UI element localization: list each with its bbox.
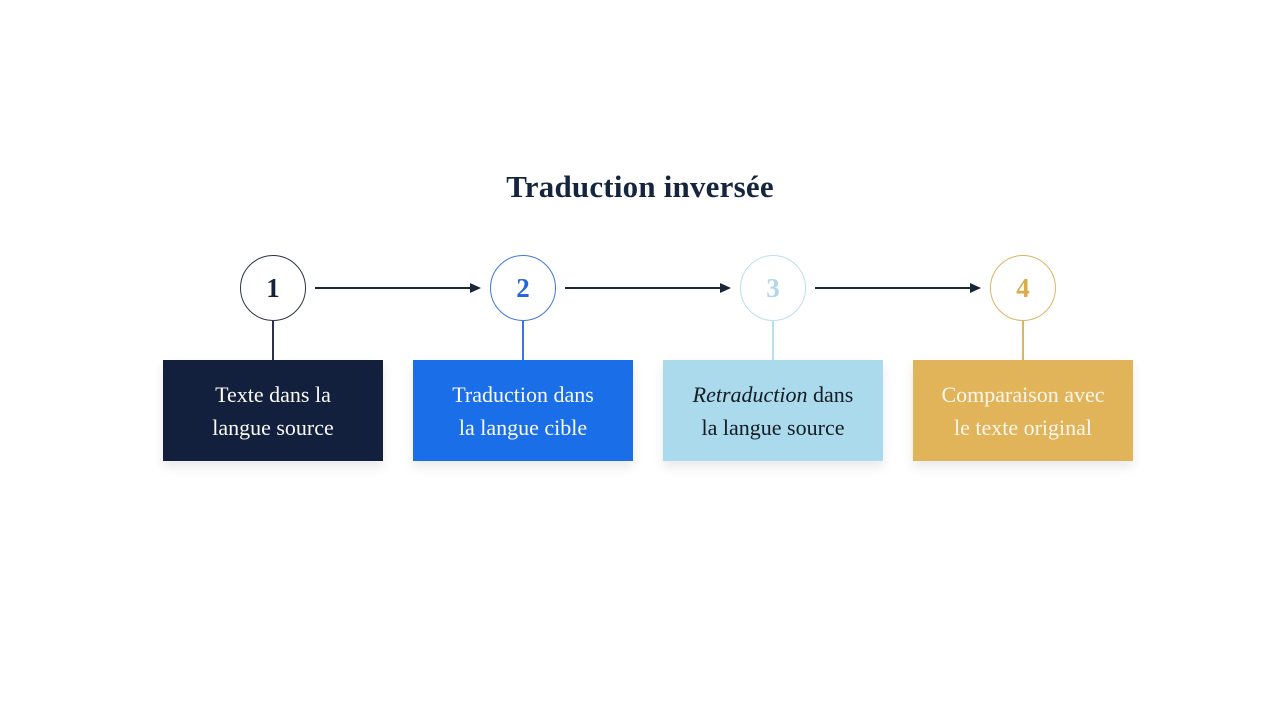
arrow-step1-to-step2-icon [315,283,481,293]
arrowhead-icon [970,283,981,293]
step-1: 1 Texte dans la langue source [163,255,383,461]
step-3-label-line1-rest: dans [807,381,854,407]
step-3-connector-line [772,321,774,360]
step-3-label-line1-italic: Retraduction [692,381,808,407]
step-1-number: 1 [266,272,280,303]
step-2: 2 Traduction dans la langue cible [413,255,633,461]
step-2-label-line1: Traduction dans [452,381,594,407]
step-2-connector-line [522,321,524,360]
page-title: Traduction inversée [506,169,774,204]
step-4-number-circle: 4 [990,255,1056,321]
step-2-number: 2 [516,272,530,303]
step-4: 4 Comparaison avec le texte original [913,255,1133,461]
step-2-number-circle: 2 [490,255,556,321]
arrow-step3-to-step4-icon [815,283,981,293]
step-1-label-line2: langue source [212,414,334,440]
step-3-label-line2: la langue source [701,414,845,440]
step-2-label-box: Traduction dans la langue cible [413,360,633,461]
step-4-connector-line [1022,321,1024,360]
step-1-label-box: Texte dans la langue source [163,360,383,461]
step-4-label-line2: le texte original [953,414,1093,440]
step-3: 3 Retraduction dans la langue source [663,255,883,461]
arrowhead-icon [720,283,731,293]
step-3-number: 3 [766,272,780,303]
arrow-step2-to-step3-icon [565,283,731,293]
step-1-connector-line [272,321,274,360]
step-4-label-line1: Comparaison avec [941,381,1105,407]
step-4-number: 4 [1016,272,1030,303]
step-3-label-box: Retraduction dans la langue source [663,360,883,461]
step-3-number-circle: 3 [740,255,806,321]
step-2-label-line2: la langue cible [458,414,588,440]
arrowhead-icon [470,283,481,293]
step-4-label-box: Comparaison avec le texte original [913,360,1133,461]
step-1-label-line1: Texte dans la [215,381,331,407]
step-1-number-circle: 1 [240,255,306,321]
step-3-label-line1: Retraduction dans [693,378,854,411]
